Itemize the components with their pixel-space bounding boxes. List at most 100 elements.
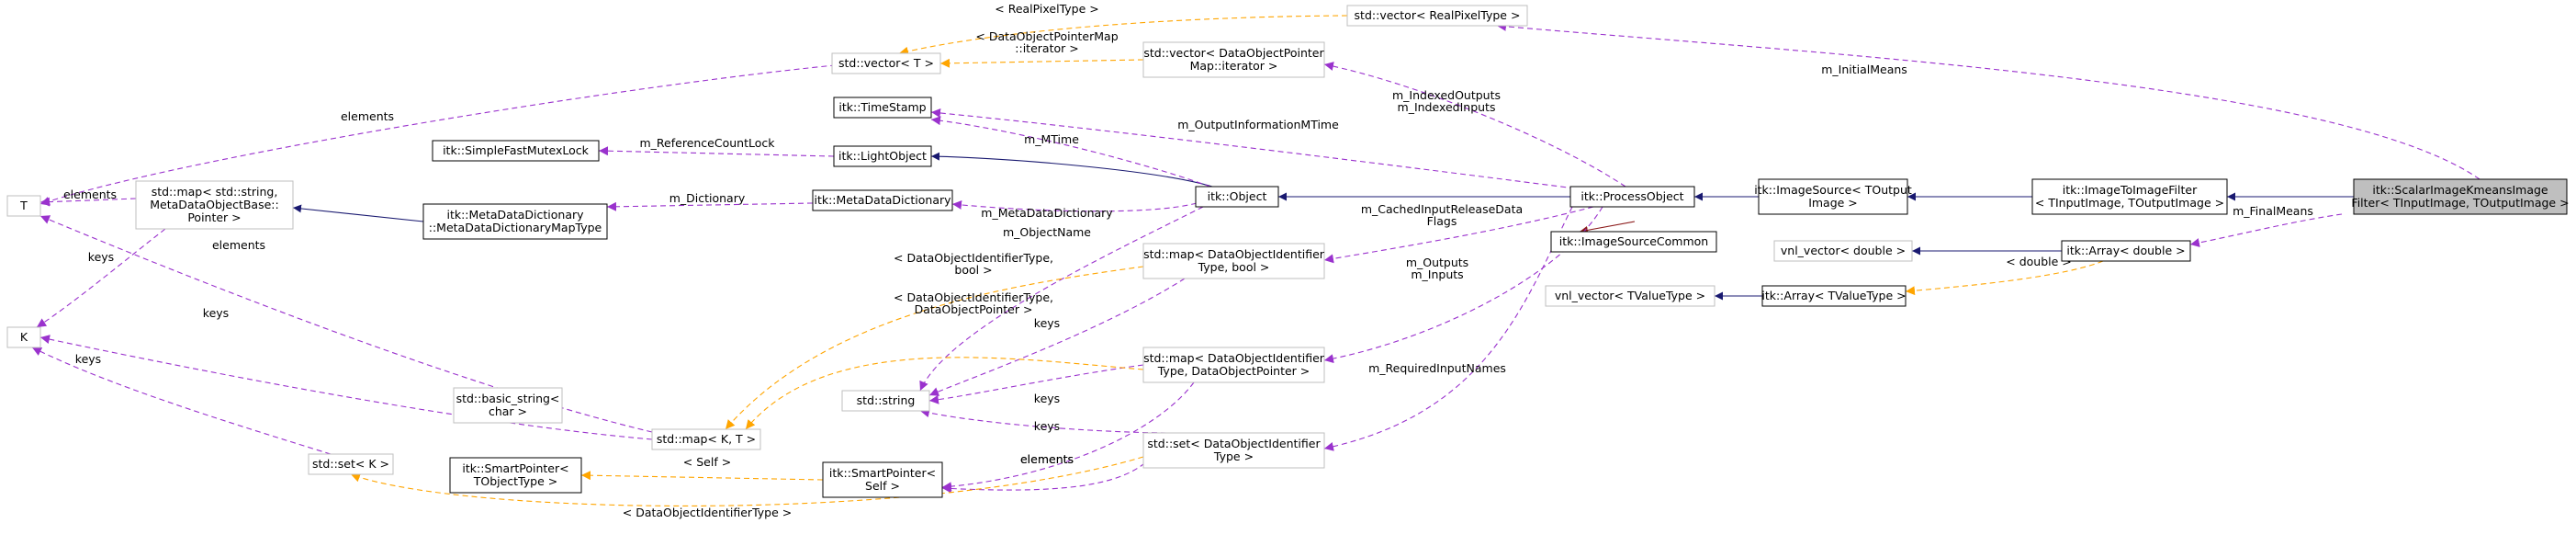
class-node-vnl-vec-tvalue: vnl_vector< TValueType > — [1545, 285, 1715, 307]
class-node-time-stamp[interactable]: itk::TimeStamp — [833, 97, 932, 119]
usage-edge — [598, 146, 835, 157]
edge-label: m_ObjectName — [1003, 225, 1091, 239]
edge-label: < double > — [2006, 255, 2072, 268]
node-box — [308, 453, 394, 475]
node-label: std::vector< RealPixelType > — [1355, 8, 1521, 22]
edge-label: m_MetaDataDictionary — [981, 206, 1113, 220]
node-box — [831, 52, 941, 74]
node-box — [1195, 186, 1279, 208]
node-box — [1142, 432, 1325, 469]
node-box — [812, 189, 953, 211]
class-node-img-to-img[interactable]: itk::ImageToImageFilter< TInputImage, TO… — [2031, 178, 2228, 215]
template-edge — [898, 15, 1348, 56]
node-box — [1550, 231, 1717, 253]
class-node-light-object[interactable]: itk::LightObject — [833, 145, 932, 167]
node-label: itk::MetaDataDictionary::MetaDataDiction… — [429, 208, 602, 234]
class-node-object[interactable]: itk::Object — [1195, 186, 1279, 208]
class-node-process-object[interactable]: itk::ProcessObject — [1569, 186, 1695, 208]
class-node-vec-real-pixel: std::vector< RealPixelType > — [1346, 5, 1528, 27]
class-node-smart-ptr-self[interactable]: itk::SmartPointer<Self > — [822, 461, 943, 498]
node-label: itk::ImageSourceCommon — [1559, 234, 1708, 248]
node-label: itk::Array< double > — [2066, 244, 2185, 257]
usage-edge — [1496, 21, 2480, 180]
node-label: std::vector< T > — [838, 56, 934, 70]
class-node-vec-t: std::vector< T > — [831, 52, 941, 74]
node-box — [422, 203, 608, 240]
node-label: vnl_vector< double > — [1781, 244, 1906, 257]
inheritance-edge — [292, 204, 424, 222]
node-box — [833, 97, 932, 119]
node-label: itk::MetaDataDictionary — [814, 193, 951, 207]
class-node-image-source-common[interactable]: itk::ImageSourceCommon — [1550, 231, 1717, 253]
usage-edge — [606, 201, 814, 211]
edge-label: < DataObjectIdentifierType,bool > — [894, 251, 1053, 277]
usage-edge — [919, 206, 1204, 392]
node-box — [841, 390, 930, 412]
edge-label: m_OutputInformationMTime — [1177, 118, 1339, 131]
class-node-map-kt: std::map< K, T > — [651, 428, 761, 450]
protected-edge — [1579, 221, 1636, 234]
node-label: std::string — [857, 393, 916, 407]
edge-label: elements — [212, 238, 265, 252]
template-edge — [745, 357, 1144, 430]
class-node-meta-dict-map[interactable]: itk::MetaDataDictionary::MetaDataDiction… — [422, 203, 608, 240]
node-label: std::map< K, T > — [657, 432, 756, 446]
edge-label: m_InitialMeans — [1821, 63, 1907, 76]
class-node-array-tvalue[interactable]: itk::Array< TValueType > — [1761, 285, 1907, 307]
edge-label: m_RequiredInputNames — [1368, 361, 1506, 375]
usage-edge — [39, 63, 855, 206]
edge-label: elements — [341, 109, 394, 123]
class-node-basic-string: std::basic_string<char > — [453, 387, 563, 424]
node-box — [2031, 178, 2228, 215]
usage-edge — [1323, 206, 1594, 264]
edge-label: elements — [1020, 452, 1074, 466]
usage-edge — [928, 364, 1144, 404]
edge-label: keys — [88, 250, 114, 264]
edge-label: < DataObjectIdentifierType,DataObjectPoi… — [894, 290, 1053, 316]
edge-label: keys — [1034, 419, 1060, 433]
class-node-smart-ptr-t[interactable]: itk::SmartPointer<TObjectType > — [449, 457, 582, 494]
class-node-vnl-vec-double: vnl_vector< double > — [1773, 240, 1913, 262]
node-label: itk::SimpleFastMutexLock — [443, 143, 590, 157]
usage-edge — [39, 197, 137, 207]
edge-label: keys — [75, 352, 101, 366]
class-node-meta-dict[interactable]: itk::MetaDataDictionary — [812, 189, 953, 211]
node-label: std::map< std::string,MetaDataObjectBase… — [150, 185, 278, 224]
template-edge — [939, 58, 1144, 68]
node-box — [1545, 285, 1715, 307]
node-label: K — [20, 330, 28, 344]
node-box — [1569, 186, 1695, 208]
usage-edge — [36, 228, 166, 328]
class-node-array-double[interactable]: itk::Array< double > — [2061, 240, 2191, 262]
edge-label: m_FinalMeans — [2233, 204, 2313, 218]
usage-edge — [930, 108, 1576, 189]
node-box — [2061, 240, 2191, 262]
node-label: itk::SmartPointer<Self > — [829, 466, 936, 493]
node-label: std::basic_string<char > — [456, 392, 560, 418]
node-box — [1142, 243, 1325, 279]
edge-label: < DataObjectPointerMap::iterator > — [975, 29, 1118, 55]
template-edge — [350, 456, 1144, 506]
node-box — [1773, 240, 1913, 262]
edge-label: keys — [1034, 316, 1060, 330]
edge-label: m_Dictionary — [669, 191, 746, 205]
class-node-mutex-lock[interactable]: itk::SimpleFastMutexLock — [432, 140, 600, 162]
node-label: itk::TimeStamp — [838, 100, 926, 114]
node-label: T — [19, 199, 28, 212]
node-label: itk::LightObject — [838, 149, 927, 163]
node-label: itk::SmartPointer<TObjectType > — [462, 461, 568, 488]
node-label: itk::ProcessObject — [1580, 189, 1683, 203]
node-label: itk::Object — [1208, 189, 1267, 203]
node-box — [135, 180, 294, 230]
edge-label: < RealPixelType > — [995, 2, 1098, 16]
